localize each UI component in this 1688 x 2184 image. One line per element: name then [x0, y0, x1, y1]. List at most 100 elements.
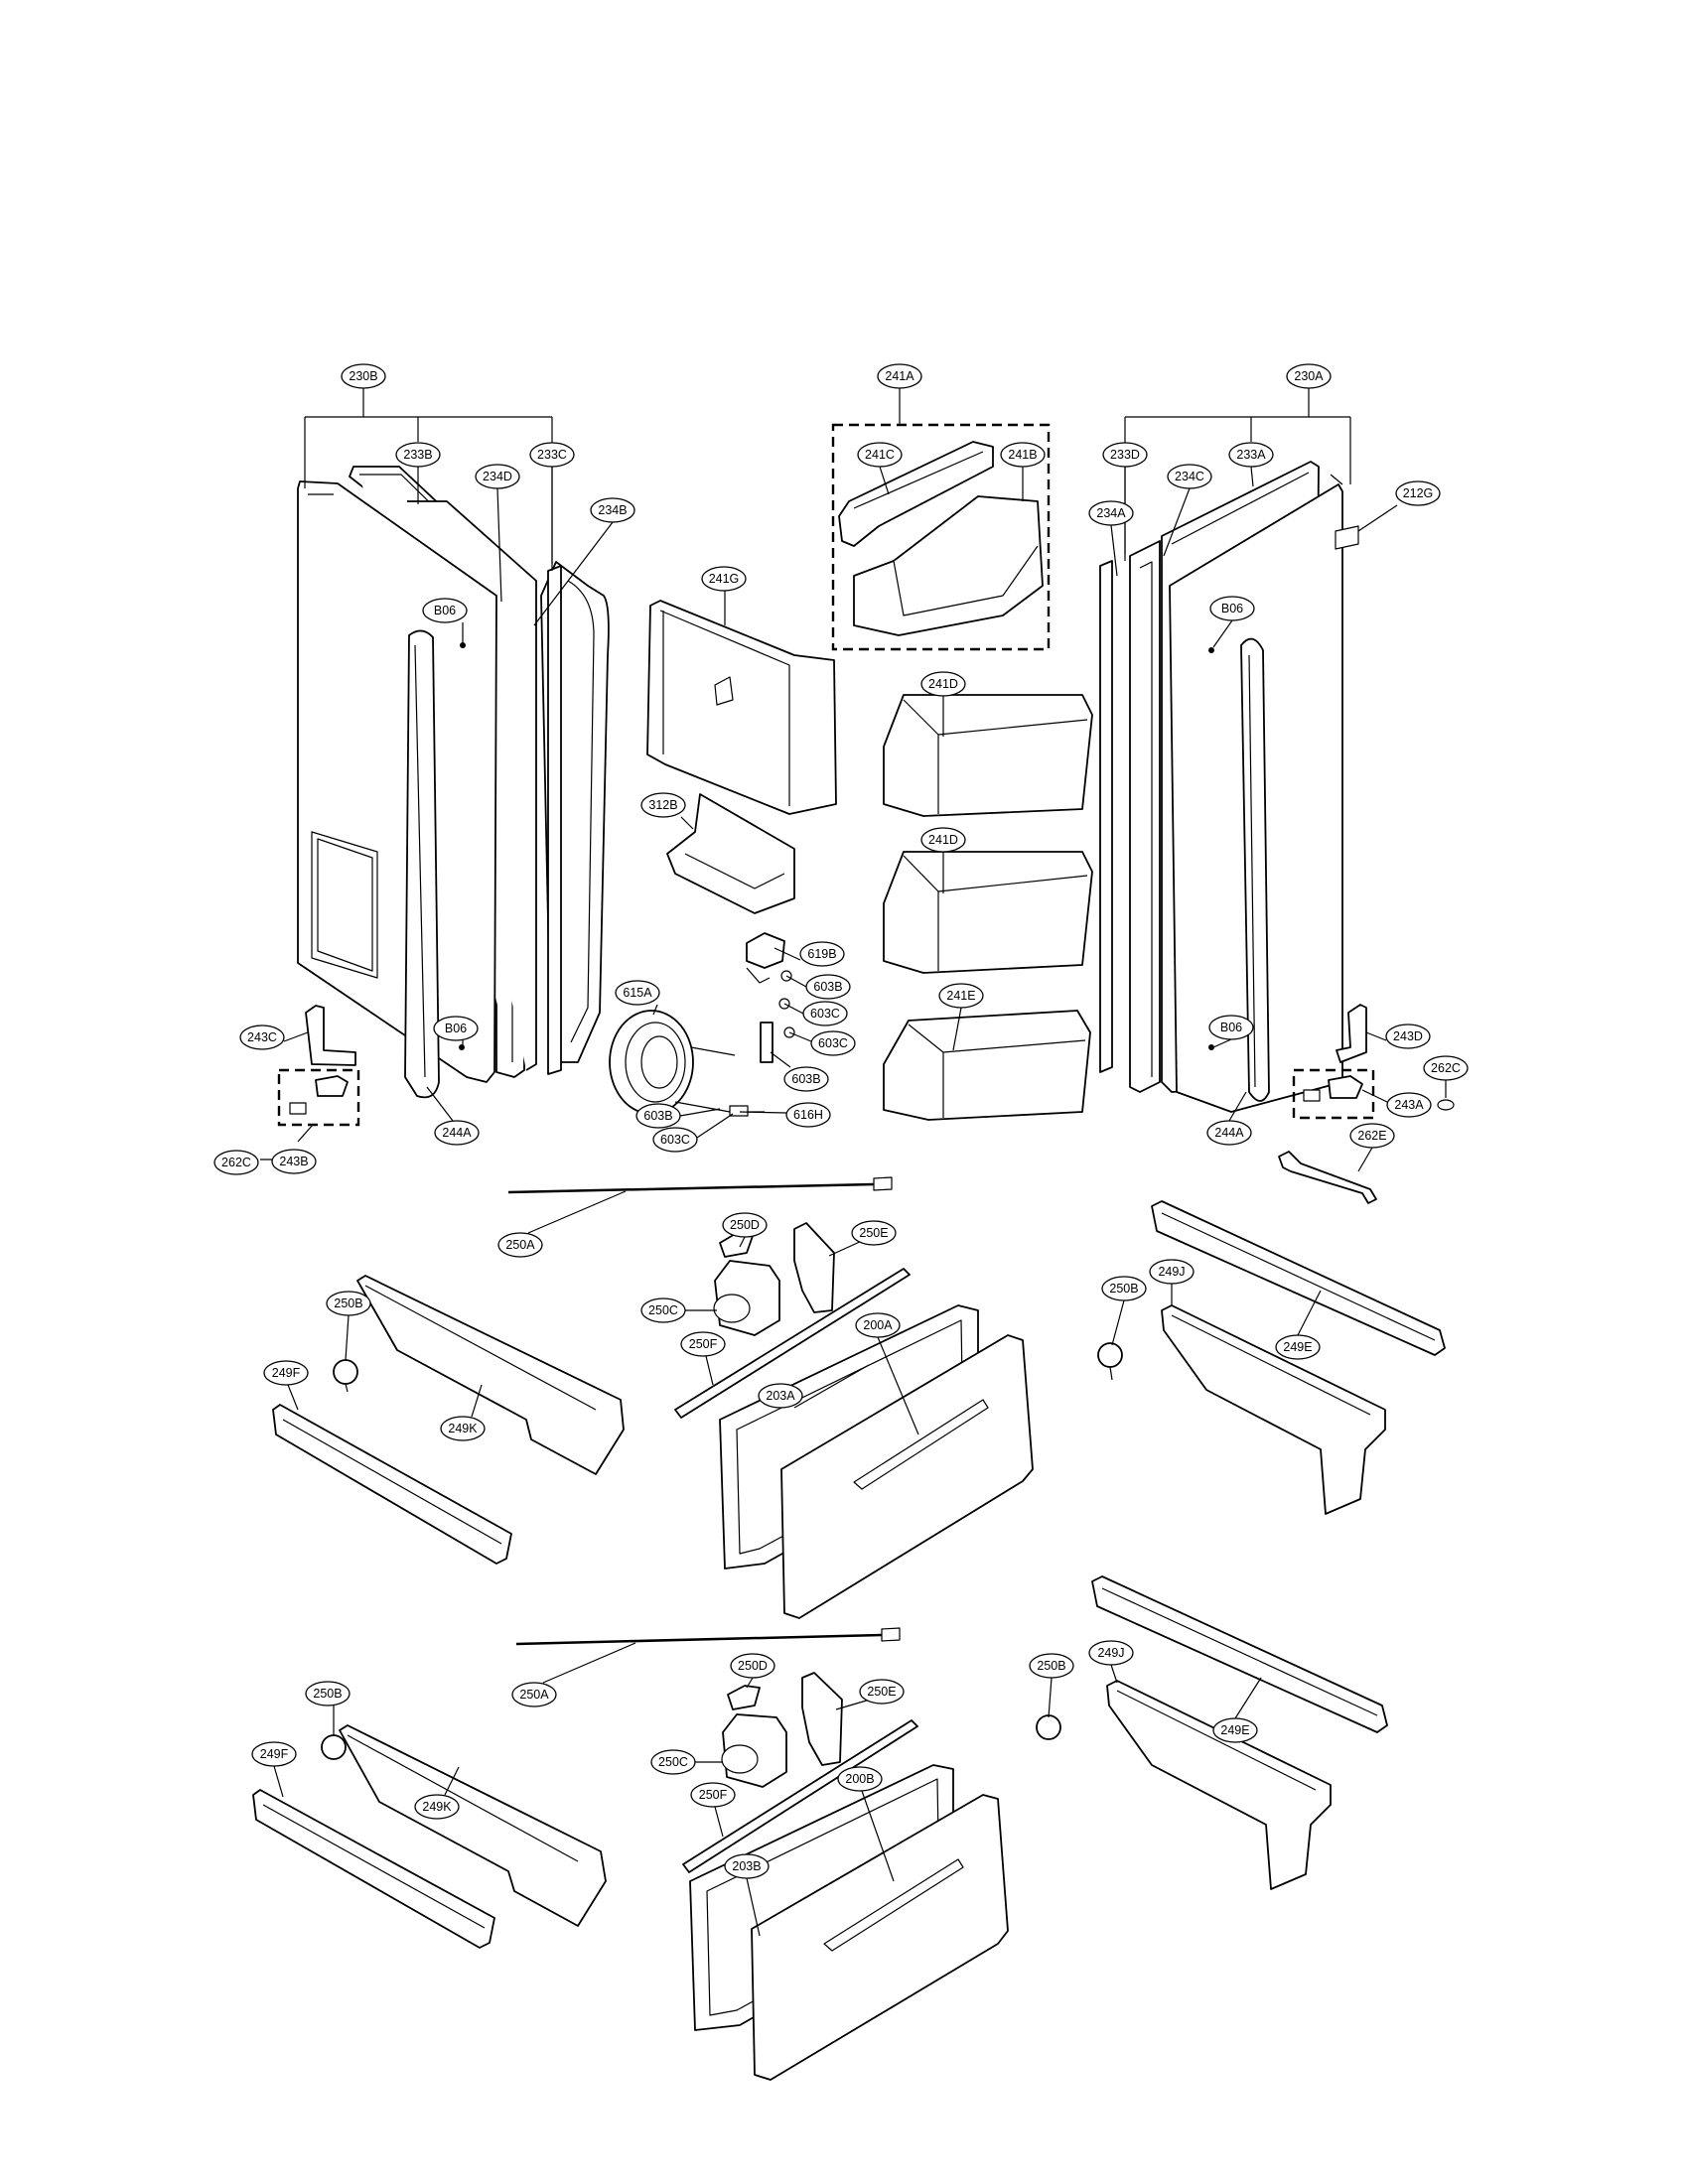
callout-230B: 230B [341, 363, 386, 389]
callout-label: 603C [818, 1036, 848, 1050]
callout-230A: 230A [1286, 363, 1332, 389]
callout-250B: 250B [305, 1681, 351, 1706]
callout-label: 603B [813, 980, 842, 994]
right-door-assembly [1099, 461, 1455, 1204]
callout-603C: 603C [652, 1127, 698, 1153]
callout-label: 250B [1109, 1282, 1138, 1296]
callout-label: 234A [1096, 506, 1126, 520]
callout-615A: 615A [615, 980, 660, 1006]
callout-249K: 249K [414, 1794, 460, 1820]
callout-233C: 233C [529, 442, 575, 468]
center-bins [609, 423, 1093, 1121]
callout-203A: 203A [758, 1383, 803, 1409]
callout-249J: 249J [1149, 1259, 1195, 1285]
callout-250E: 250E [859, 1679, 905, 1705]
callout-label: 250F [699, 1788, 728, 1802]
callout-label: 234D [483, 470, 512, 483]
callout-234C: 234C [1167, 464, 1212, 489]
callout-250E: 250E [851, 1220, 897, 1246]
callout-250B: 250B [1029, 1653, 1074, 1679]
callout-233D: 233D [1102, 442, 1148, 468]
left-door-assembly [277, 466, 610, 1167]
callout-label: 603C [810, 1007, 840, 1021]
callout-250F: 250F [680, 1331, 726, 1357]
callout-label: 603C [660, 1133, 690, 1147]
callout-241D: 241D [920, 671, 966, 697]
callout-249E: 249E [1275, 1334, 1321, 1360]
callout-label: 619B [807, 947, 836, 961]
callout-243A: 243A [1386, 1092, 1432, 1118]
callout-label: B06 [1221, 602, 1243, 615]
callout-603B: 603B [783, 1066, 829, 1092]
callout-203B: 203B [724, 1853, 770, 1879]
callout-603B: 603B [805, 974, 851, 1000]
callout-250B: 250B [326, 1291, 371, 1316]
callout-262E: 262E [1349, 1123, 1395, 1149]
callout-250F: 250F [690, 1782, 736, 1808]
callout-619B: 619B [799, 941, 845, 967]
callout-234B: 234B [590, 497, 635, 523]
callout-200A: 200A [855, 1312, 901, 1338]
callout-262C: 262C [213, 1150, 259, 1175]
callout-B06: B06 [433, 1016, 479, 1041]
callout-label: B06 [445, 1022, 467, 1035]
callout-label: 203A [766, 1389, 795, 1403]
callout-234D: 234D [475, 464, 520, 489]
callout-250D: 250D [730, 1653, 775, 1679]
callout-label: 250A [519, 1688, 549, 1702]
callout-label: 250E [859, 1226, 888, 1240]
callout-label: 243C [247, 1030, 277, 1044]
callout-label: 243A [1394, 1098, 1424, 1112]
callout-label: 615A [623, 986, 652, 1000]
callout-label: 250D [730, 1218, 760, 1232]
callout-label: 249E [1220, 1723, 1249, 1737]
callout-616H: 616H [785, 1102, 831, 1128]
callout-249K: 249K [440, 1416, 486, 1441]
callout-label: 241G [709, 572, 740, 586]
callout-label: 250B [313, 1687, 342, 1701]
callout-241G: 241G [701, 566, 747, 592]
callout-B06: B06 [1209, 596, 1255, 621]
callout-label: 241D [928, 833, 958, 847]
callout-249F: 249F [263, 1360, 309, 1386]
callout-label: 233A [1236, 448, 1266, 462]
callout-label: 262C [221, 1156, 251, 1169]
callout-243B: 243B [271, 1149, 317, 1174]
callout-234A: 234A [1088, 500, 1134, 526]
callout-label: 603B [791, 1072, 820, 1086]
callout-241E: 241E [938, 983, 984, 1009]
callout-label: 250C [648, 1303, 678, 1317]
callout-label: 243B [279, 1155, 308, 1168]
callout-label: 250C [658, 1755, 688, 1769]
callout-244A: 244A [434, 1120, 480, 1146]
callout-label: B06 [434, 604, 456, 617]
leader-lines [260, 388, 1447, 1937]
callout-label: 200A [863, 1318, 893, 1332]
callout-233B: 233B [395, 442, 441, 468]
callout-212G: 212G [1395, 480, 1441, 506]
callout-200B: 200B [837, 1766, 883, 1792]
callout-label: 262C [1431, 1061, 1461, 1075]
callout-241D: 241D [920, 827, 966, 853]
callout-label: 230A [1294, 369, 1324, 383]
callout-label: 212G [1403, 486, 1434, 500]
callout-250A: 250A [497, 1232, 543, 1258]
callout-label: 250F [689, 1337, 718, 1351]
callout-241C: 241C [857, 442, 903, 468]
callout-label: 241D [928, 677, 958, 691]
callout-250A: 250A [511, 1682, 557, 1707]
callout-label: 250B [334, 1297, 362, 1310]
callout-label: 250E [867, 1685, 896, 1699]
callout-label: 603B [643, 1109, 672, 1123]
callout-label: 249J [1097, 1646, 1124, 1660]
callout-241A: 241A [877, 363, 922, 389]
callout-250C: 250C [650, 1749, 696, 1775]
callout-243C: 243C [239, 1024, 285, 1050]
callout-262C: 262C [1423, 1055, 1469, 1081]
callout-label: 244A [1214, 1126, 1244, 1140]
callout-B06: B06 [1208, 1015, 1254, 1040]
callout-244A: 244A [1206, 1120, 1252, 1146]
callout-label: 230B [349, 369, 377, 383]
callout-label: 234B [598, 503, 627, 517]
